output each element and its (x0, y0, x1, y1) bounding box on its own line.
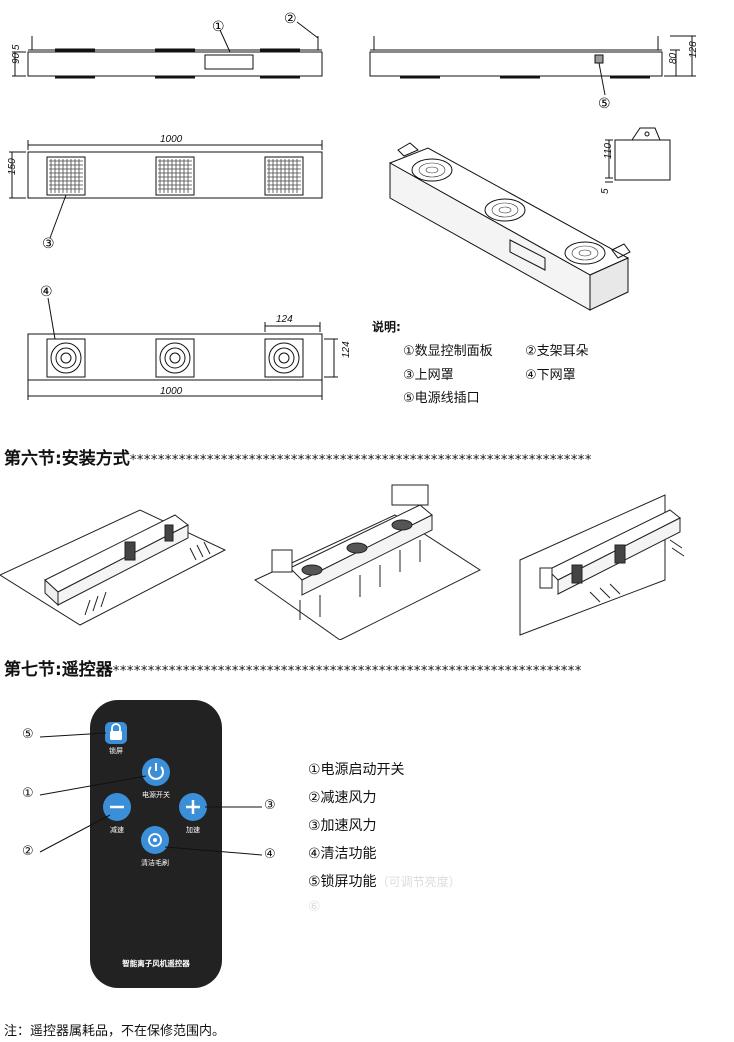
power-button[interactable] (142, 758, 170, 786)
section-remote-stars: ****************************************… (112, 664, 582, 679)
legend-item-3: ③上网罩 (403, 368, 454, 383)
remote-function-5-faded: （可调节亮度） (376, 875, 461, 889)
ceiling-plane (254, 514, 482, 640)
dim-90-5: 90.5 (11, 44, 22, 64)
plus-button[interactable] (179, 793, 207, 821)
remote-function-3: ③加速风力 (308, 818, 377, 834)
minus-label: 减速 (110, 826, 124, 834)
section-install-heading: 第六节:安装方式 (4, 449, 130, 469)
dim-5: 5 (600, 188, 611, 194)
dim-150: 150 (7, 158, 18, 175)
lock-label: 锁屏 (109, 747, 123, 755)
callout-4: ④ (40, 283, 53, 299)
dim-110: 110 (603, 143, 614, 159)
dim-124-h: 124 (341, 341, 352, 358)
power-socket (594, 54, 604, 64)
remote-function-6-faded: ⑥ (308, 899, 321, 915)
bottom-view-body (27, 333, 323, 381)
dim-124-w: 124 (276, 314, 293, 325)
end-view (605, 127, 671, 183)
isometric-view (388, 142, 631, 311)
lock-button[interactable] (105, 722, 127, 744)
callout-3-remote: ③ (264, 798, 276, 813)
dim-80: 80 (668, 52, 679, 64)
section-remote-heading: 第七节:遥控器 (4, 660, 113, 680)
side-view-right-body (369, 51, 663, 77)
legend-item-1: ①数显控制面板 (403, 344, 493, 359)
callout-2-top: ② (284, 10, 297, 26)
section-remote-title: 第七节:遥控器*********************************… (4, 655, 582, 680)
callout-1-top: ① (212, 18, 225, 34)
legend-title: 说明: (372, 320, 401, 334)
warranty-note: 注：遥控器属耗品，不在保修范围内。 (4, 1024, 226, 1039)
remote-buttons (39, 722, 263, 856)
remote-function-1: ①电源启动开关 (308, 762, 405, 778)
side-view-body (27, 51, 323, 77)
plus-label: 加速 (186, 826, 200, 834)
section-install-title: 第六节:安装方式********************************… (4, 444, 592, 469)
wall-plane (519, 494, 666, 636)
front-view-body (27, 151, 323, 199)
dim-128: 128 (688, 41, 699, 58)
callout-3: ③ (42, 235, 55, 251)
dim-1000-bottom: 1000 (160, 386, 183, 397)
dim-1000-front: 1000 (160, 134, 183, 145)
legend-item-2: ②支架耳朵 (525, 344, 589, 359)
lower-grille-3 (264, 338, 304, 378)
floor-plane (0, 509, 227, 626)
remote-function-5-text: ⑤锁屏功能 (308, 874, 377, 890)
clean-button[interactable] (141, 826, 169, 854)
technical-drawings: 90.5 ① ② 80 128 ⑤ 10 (7, 10, 699, 400)
clean-label: 清洁毛刷 (141, 859, 169, 867)
legend-item-4: ④下网罩 (525, 368, 576, 383)
minus-button[interactable] (103, 793, 131, 821)
remote-function-4: ④清洁功能 (308, 846, 377, 862)
callout-1-remote: ① (22, 786, 34, 801)
section-install-stars: ****************************************… (129, 453, 592, 468)
legend-item-5: ⑤电源线插口 (403, 391, 480, 406)
remote-brand: 智能离子风机遥控器 (122, 959, 190, 968)
display-panel (204, 54, 254, 70)
lower-grille-2 (155, 338, 195, 378)
upper-grille-3 (264, 156, 304, 196)
remote-function-5: ⑤锁屏功能（可调节亮度） (308, 871, 461, 891)
callout-2-remote: ② (22, 844, 34, 859)
remote-function-2: ②减速风力 (308, 790, 377, 806)
callout-5-remote: ⑤ (22, 727, 34, 742)
callout-5-top: ⑤ (598, 95, 611, 111)
callout-4-remote: ④ (264, 847, 276, 862)
upper-grille-2 (155, 156, 195, 196)
installation-illustrations (0, 484, 685, 640)
lower-grille-1 (46, 338, 86, 378)
power-label: 电源开关 (142, 791, 170, 799)
